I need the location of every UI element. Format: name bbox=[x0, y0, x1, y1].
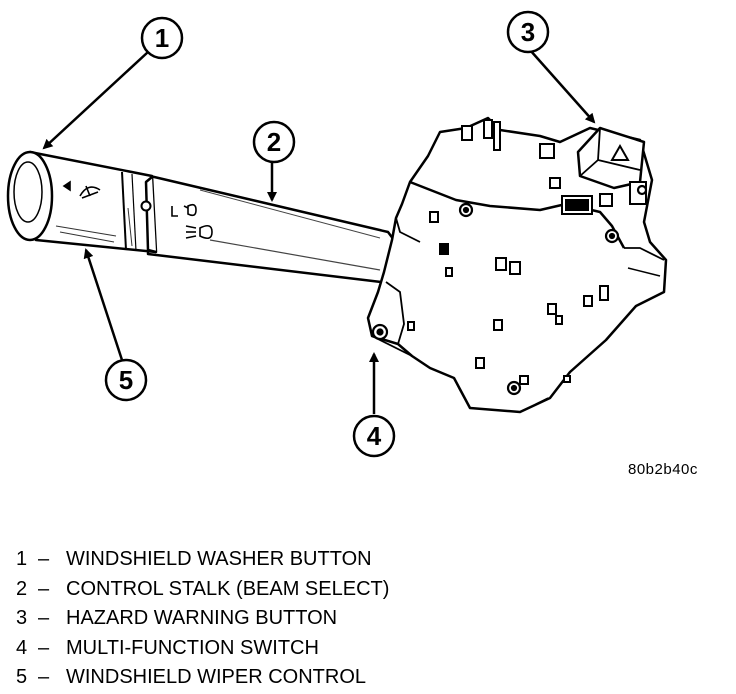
stalk-screw-icon bbox=[140, 200, 152, 212]
legend-number: 5 bbox=[16, 666, 28, 688]
legend-label: WINDSHIELD WASHER BUTTON bbox=[66, 548, 372, 570]
callout-4: 4 bbox=[352, 414, 396, 458]
legend-dash: – bbox=[38, 666, 50, 688]
svg-text:3: 3 bbox=[521, 17, 535, 47]
callout-3: 3 bbox=[506, 10, 550, 54]
svg-text:5: 5 bbox=[119, 365, 133, 395]
svg-text:1: 1 bbox=[155, 23, 169, 53]
legend-label: CONTROL STALK (BEAM SELECT) bbox=[66, 577, 390, 600]
legend-list: 1–WINDSHIELD WASHER BUTTON 2–CONTROL STA… bbox=[16, 545, 389, 693]
legend-label: HAZARD WARNING BUTTON bbox=[66, 607, 338, 629]
leader-arrows bbox=[42, 49, 596, 414]
legend-item: 1–WINDSHIELD WASHER BUTTON bbox=[16, 545, 389, 575]
hazard-triangle-icon bbox=[610, 143, 630, 161]
legend-item: 2–CONTROL STALK (BEAM SELECT) bbox=[16, 575, 389, 605]
switch-details bbox=[407, 119, 647, 385]
washer-button bbox=[6, 150, 54, 242]
legend-label: MULTI-FUNCTION SWITCH bbox=[66, 636, 319, 659]
legend-dash: – bbox=[38, 577, 50, 600]
arrow-3 bbox=[529, 49, 596, 124]
svg-text:4: 4 bbox=[367, 421, 382, 451]
callout-5: 5 bbox=[104, 358, 148, 402]
legend-number: 2 bbox=[16, 577, 28, 600]
legend-item: 3–HAZARD WARNING BUTTON bbox=[16, 604, 389, 634]
legend-item: 4–MULTI-FUNCTION SWITCH bbox=[16, 634, 389, 664]
mounting-screws bbox=[371, 184, 648, 396]
legend-item: 5–WINDSHIELD WIPER CONTROL bbox=[16, 663, 389, 693]
callout-2: 2 bbox=[252, 120, 296, 164]
legend-label: WINDSHIELD WIPER CONTROL bbox=[66, 666, 367, 688]
arrow-1 bbox=[42, 51, 149, 150]
legend-number: 1 bbox=[16, 548, 28, 570]
legend-dash: – bbox=[38, 607, 50, 629]
grip-shading bbox=[55, 207, 133, 247]
arrow-5 bbox=[83, 248, 124, 361]
legend-dash: – bbox=[38, 636, 50, 659]
legend-number: 4 bbox=[16, 636, 28, 659]
callout-1: 1 bbox=[140, 16, 184, 60]
figure-code: 80b2b40c bbox=[628, 461, 698, 478]
wiper-symbol-icon bbox=[62, 180, 101, 199]
legend-dash: – bbox=[38, 548, 50, 570]
legend-number: 3 bbox=[16, 607, 28, 629]
svg-text:2: 2 bbox=[267, 127, 281, 157]
headlamp-symbol-icon bbox=[171, 203, 213, 240]
